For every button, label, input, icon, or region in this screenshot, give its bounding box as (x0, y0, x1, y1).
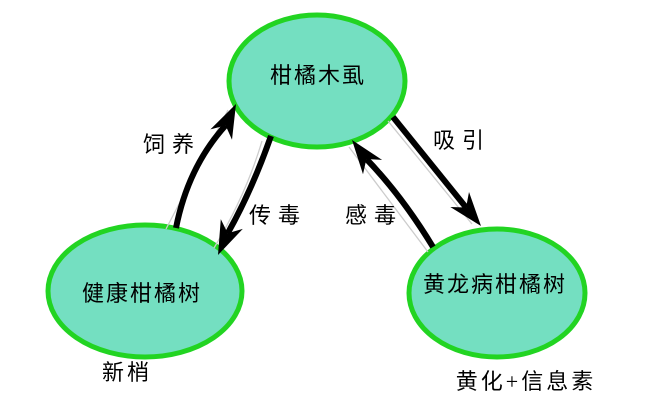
arrow-acquire-shaft (364, 156, 436, 249)
node-psyllid-ellipse (226, 12, 408, 150)
node-psyllid-label: 柑橘木虱 (269, 62, 367, 88)
arrow-acquire-head (352, 140, 383, 175)
arrow-shafts (173, 115, 469, 249)
arrow-heads (210, 104, 481, 255)
node-healthy-tree-ellipse (45, 222, 245, 360)
arrow-attract-shaft (390, 115, 469, 210)
arrow-feed-head (210, 104, 236, 140)
node-healthy-tree-label: 健康柑橘树 (81, 280, 203, 306)
hlb-tree-caption: 黄化+信息素 (455, 368, 597, 394)
edge-feed-label: 饲养 (142, 131, 202, 157)
edge-attract-label: 吸引 (432, 127, 492, 153)
arrow-transmit-head (218, 219, 243, 255)
node-hlb-tree-ellipse (406, 226, 588, 360)
arrow-attract-head (450, 192, 481, 226)
arrow-feed-shaft (173, 123, 228, 229)
arrow-transmit-shaft (225, 135, 274, 235)
edge-acquire-label: 感毒 (344, 202, 404, 228)
healthy-tree-caption: 新梢 (101, 359, 153, 385)
node-hlb-tree-label: 黄龙病柑橘树 (422, 271, 568, 297)
edge-transmit-label: 传毒 (248, 202, 308, 228)
